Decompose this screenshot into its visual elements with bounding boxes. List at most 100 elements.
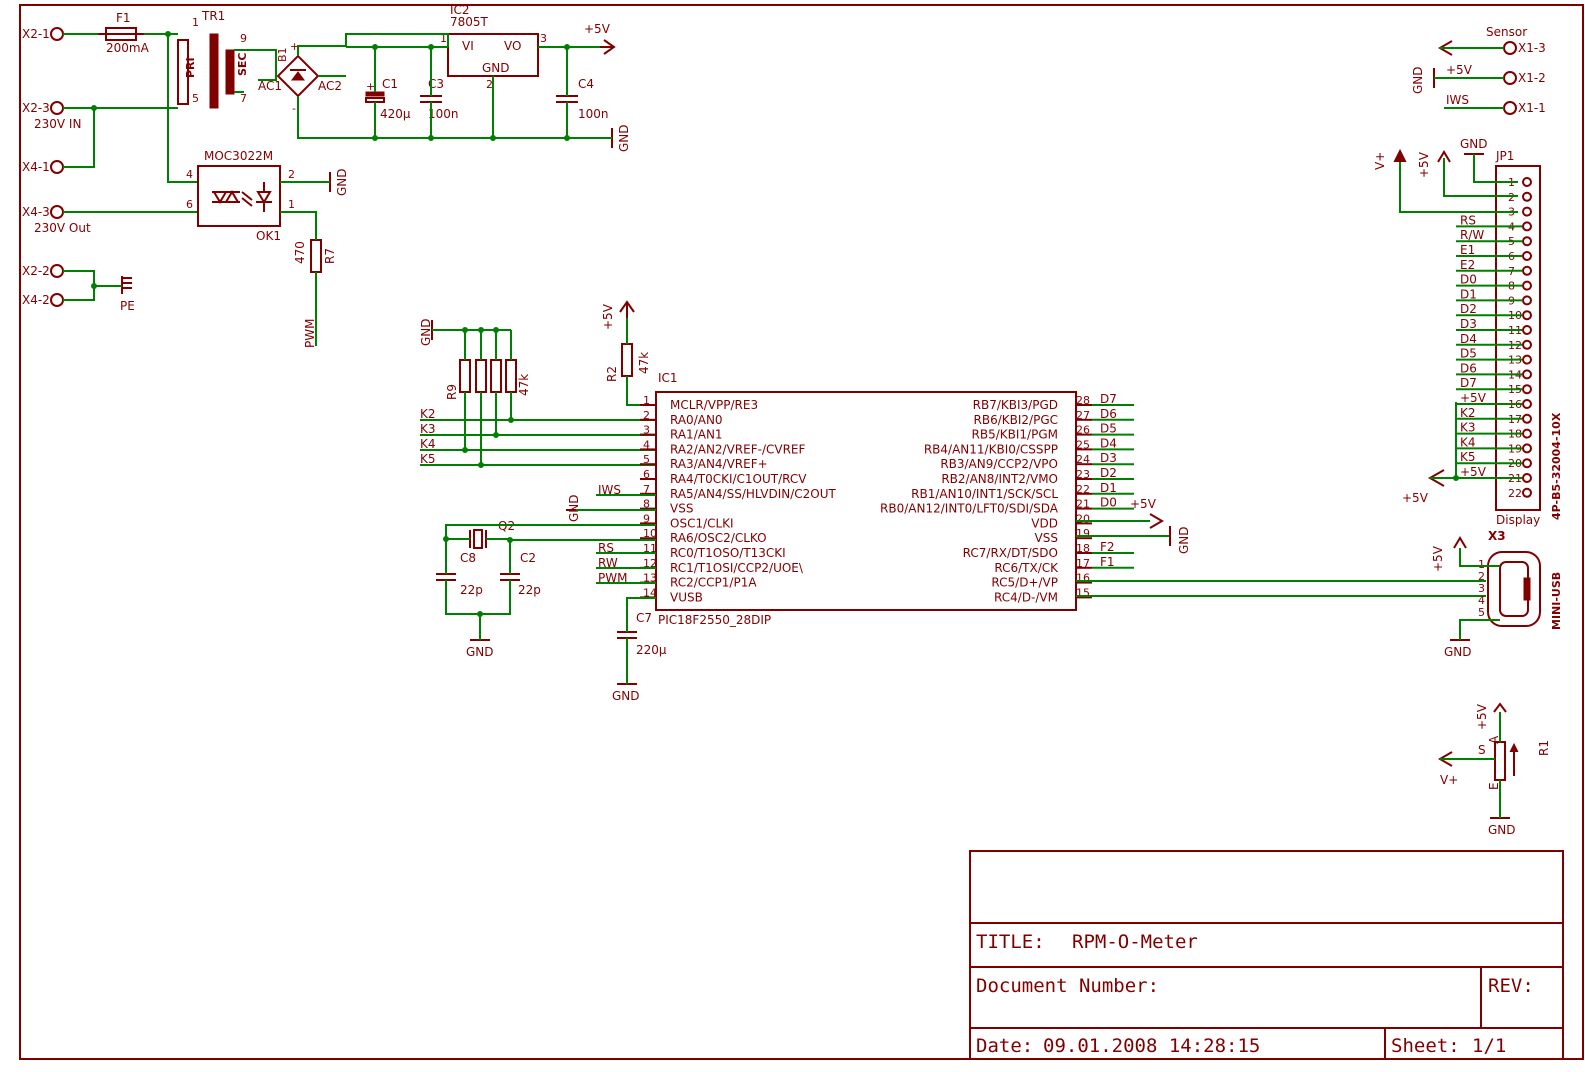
terminal-x1-3 (1503, 41, 1517, 55)
label-c8: C8 (460, 551, 476, 565)
label-plus5v-vdd: +5V (1130, 497, 1157, 511)
mcu-pin-number: 18 (1076, 542, 1090, 555)
label-k3: K3 (420, 422, 436, 436)
display-pin-6 (1522, 251, 1532, 261)
title-value: RPM-O-Meter (1072, 931, 1198, 953)
label-gnd-display: GND (1460, 137, 1488, 151)
label-display: Display (1496, 513, 1540, 527)
label-r7: R7 (323, 248, 337, 264)
mcu-pin-name: RA2/AN2/VREF-/CVREF (670, 442, 806, 456)
label-c7: C7 (636, 611, 652, 625)
display-net-label: +5V (1460, 391, 1487, 405)
label-r1: R1 (1537, 740, 1551, 756)
label-gnd-regulator: GND (617, 124, 631, 152)
label-ic2-pin3: 3 (540, 32, 547, 45)
display-net-label: D7 (1460, 376, 1477, 390)
label-gnd-r9: GND (419, 318, 433, 346)
label-ic2-pin1: 1 (440, 32, 447, 45)
label-plus5v-display-bottom: +5V (1402, 491, 1429, 505)
display-net-label: RS (1460, 213, 1476, 227)
label-ic2-pin2: 2 (486, 78, 493, 91)
mcu-pin-number: 8 (643, 498, 650, 511)
display-pin-8 (1522, 280, 1532, 291)
label-ic2-type: 7805T (450, 15, 489, 29)
display-pin-12 (1522, 339, 1532, 350)
label-x2-1: X2-1 (22, 27, 50, 41)
display-net-label: D1 (1460, 287, 1477, 301)
optocoupler-ok1: MOC3022M OK1 4 6 2 1 GND R7 470 PWM (186, 149, 349, 348)
mcu-pin-name: OSC1/CLKI (670, 516, 734, 530)
display-net-label: D5 (1460, 347, 1477, 361)
display-net-label: K4 (1460, 435, 1476, 449)
display-net-label: D0 (1460, 273, 1477, 287)
label-f1: F1 (116, 11, 131, 25)
label-rw-mcu: RW (598, 556, 618, 570)
mcu-pin-name: RB4/AN11/KBI0/CSSPP (924, 442, 1058, 456)
mcu-pin-name: VUSB (670, 590, 703, 604)
display-pin-14 (1522, 369, 1532, 380)
usb-pin-number: 5 (1478, 606, 1485, 619)
display-pin-22 (1522, 487, 1532, 498)
label-pot-a: A (1487, 735, 1501, 744)
net-label: D6 (1100, 407, 1117, 421)
mcu-pin-number: 25 (1076, 438, 1090, 451)
mcu-pin-name: RB1/AN10/INT1/SCK/SCL (911, 487, 1058, 501)
mcu-pin-number: 5 (643, 453, 650, 466)
mcu-pin-name: RA5/AN4/SS/HLVDIN/C2OUT (670, 487, 837, 501)
net-label: D3 (1100, 451, 1117, 465)
sheet-frame (19, 4, 1584, 1060)
display-pin-11 (1522, 325, 1532, 335)
label-vplus-display: V+ (1373, 152, 1387, 170)
mcu-pin-name: RB6/KBI2/PGC (974, 413, 1058, 427)
sheet-value: 1/1 (1472, 1035, 1506, 1057)
c7-wires (626, 597, 656, 684)
mcu-pin-number: 12 (643, 557, 657, 570)
label-b1: B1 (276, 47, 289, 62)
display-pin-number: 2 (1508, 191, 1515, 204)
label-jp1: JP1 (1495, 149, 1514, 163)
display-pin-17 (1522, 413, 1532, 424)
mcu-pin-number: 28 (1076, 394, 1090, 407)
label-bridge-minus: - (292, 102, 296, 115)
label-ic1: IC1 (658, 371, 678, 385)
net-label: D5 (1100, 422, 1117, 436)
title-label: TITLE: (976, 931, 1045, 953)
terminal-x4-3 (50, 205, 64, 219)
mcu-pin-number: 3 (643, 424, 650, 437)
mcu-pin-number: 24 (1076, 453, 1090, 466)
mcu-pin-number: 16 (1076, 572, 1090, 585)
mcu-pin-name: RC0/T1OSO/T13CKI (670, 546, 786, 560)
power-supply-section: X2-1 X2-3 230V IN X4-1 X4-3 230V Out X2-… (22, 3, 631, 313)
mcu-pin-number: 13 (643, 572, 657, 585)
mcu-left-nets: GND IWS RS RW PWM (566, 483, 656, 585)
display-net-label: E2 (1460, 258, 1475, 272)
mcu-pin-number: 26 (1076, 424, 1090, 437)
display-pin-4 (1522, 221, 1532, 232)
label-plus5v-r2: +5V (601, 303, 615, 330)
mcu-pin-name: RB0/AN12/INT0/LFT0/SDI/SDA (880, 502, 1059, 516)
transformer-secondary (225, 49, 235, 95)
label-gnd-usb: GND (1444, 645, 1472, 659)
net-label: F2 (1100, 540, 1115, 554)
mcu-pin-number: 22 (1076, 483, 1090, 496)
resistor-r7 (310, 239, 322, 273)
display-pin-9 (1522, 295, 1532, 306)
terminal-x4-1 (50, 160, 64, 174)
display-net-label: D3 (1460, 317, 1477, 331)
usb-wires (1459, 548, 1500, 640)
mcu-pin-name: RC6/TX/CK (994, 561, 1059, 575)
mcu-pin-number: 11 (643, 542, 657, 555)
label-x2-3: X2-3 (22, 101, 50, 115)
label-ic2-gnd: GND (482, 61, 510, 75)
label-ac2: AC2 (318, 79, 342, 93)
label-usb-part: MINI-USB (1550, 572, 1563, 630)
label-k5: K5 (420, 452, 436, 466)
display-net-label: D2 (1460, 302, 1477, 316)
pot-wires (1440, 712, 1501, 818)
title-block: TITLE: RPM-O-Meter Document Number: REV:… (969, 850, 1564, 1060)
mcu-pin-name: RB3/AN9/CCP2/VPO (940, 457, 1058, 471)
terminal-x1-2 (1503, 71, 1517, 85)
label-bridge-plus: + (290, 40, 299, 53)
